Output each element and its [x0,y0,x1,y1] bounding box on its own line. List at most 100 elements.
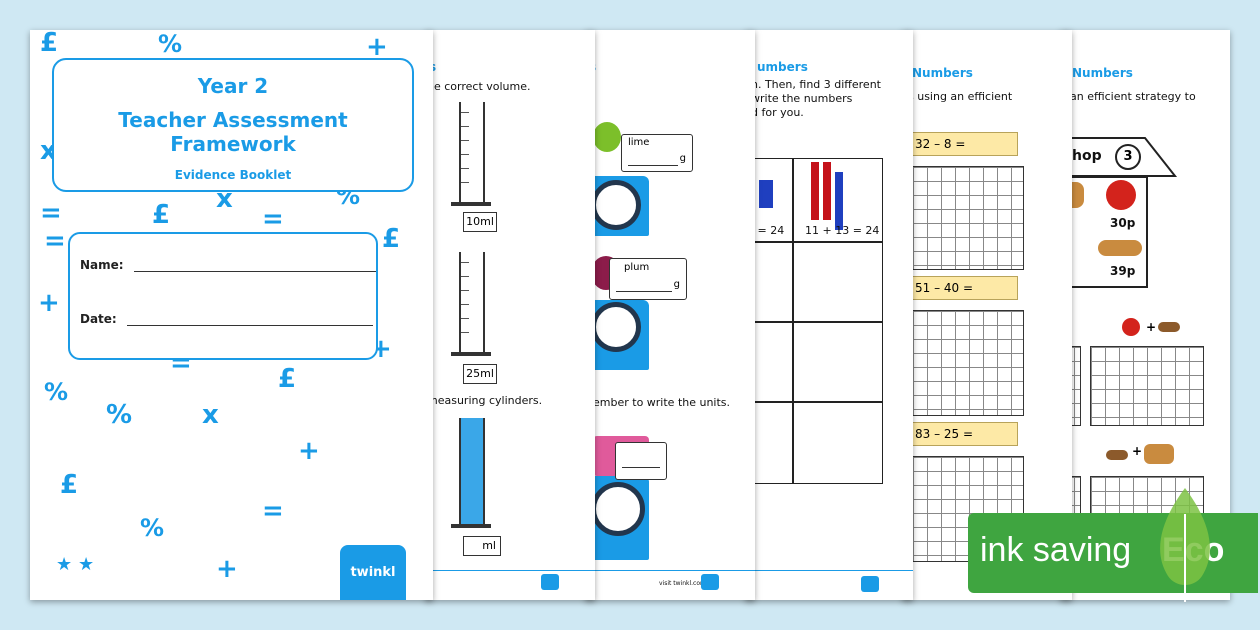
lime-card: lime g [621,134,693,172]
vol-box-3: ml [463,536,501,556]
bread-small-icon [1144,444,1174,464]
title-box: Year 2 Teacher Assessment Framework Evid… [52,58,414,192]
date-label: Date: [80,312,117,326]
footer-line-2 [425,570,595,571]
math-symbol: + [366,32,388,62]
page3-footer: visit twinkl.com [659,580,706,587]
worksheet-page-5: Numbers s using an efficient 32 – 8 = 51… [902,30,1072,600]
page5-instruction: s using an efficient [908,90,1013,103]
math-symbol: = [262,496,284,526]
footer-line-4 [745,570,913,571]
cylinder-1-base [451,202,491,206]
answer-grid-6a [1090,346,1204,426]
buns-small-icon-2 [1106,450,1128,460]
apple-small-icon [1122,318,1140,336]
star-icon: ★ [56,554,73,575]
plus-icon-2: + [1132,444,1143,458]
date-line[interactable] [126,325,373,326]
twinkl-logo: twinkl [340,545,406,600]
plum-unit: g [673,279,680,290]
base-ten-cubes-icon [759,180,773,194]
math-symbol: £ [152,200,171,230]
page2-instruction-2: measuring cylinders. [427,394,543,407]
math-symbol: x [216,184,233,214]
answer-grid-5b [912,310,1024,416]
footer-line-3 [585,570,755,571]
twinkl-mini-logo-2 [541,574,559,590]
buns-small-icon [1158,322,1180,332]
page4-line-3: d for you. [751,106,804,119]
lime-label: lime [628,137,650,148]
cover-title: Teacher Assessment Framework [118,108,348,156]
math-symbol: = [262,204,284,234]
twinkl-mini-logo-3 [701,574,719,590]
math-symbol: % [44,378,69,406]
sum-box-2: 51 – 40 = [906,276,1018,300]
page5-heading: Numbers [912,66,973,80]
lime-fruit-icon [593,122,621,152]
cover-year: Year 2 [197,74,269,98]
worksheet-page-3: s lime g plum g ember to write the units… [585,30,755,600]
price-buns: 39p [1110,264,1136,278]
math-symbol: £ [382,224,401,254]
cylinder-1 [459,102,485,204]
eco-leaf-icon [1160,488,1210,602]
plus-icon: + [1146,320,1157,334]
apple-icon [1106,180,1136,210]
math-symbol: + [298,436,320,466]
page6-heading: Numbers [1072,66,1133,80]
vol-box-1: 10ml [463,212,497,232]
math-symbol: x [202,400,219,430]
page4-heading: umbers [757,60,808,74]
sum-box-1: 32 – 8 = [906,132,1018,156]
page4-line-2: write the numbers [751,92,853,105]
math-symbol: = [40,198,62,228]
shop-number-badge: 3 [1115,144,1141,170]
sum-box-3: 83 – 25 = [906,422,1018,446]
shop-number: 3 [1123,149,1133,164]
twinkl-mini-logo-4 [861,576,879,592]
math-symbol: £ [40,30,59,58]
vol-box-3-unit: ml [482,539,496,552]
name-line[interactable] [133,271,376,272]
math-symbol: = [44,226,66,256]
scale-2-dial [591,302,641,352]
cover-subtitle: Evidence Booklet [174,168,292,182]
shop-label: hop [1072,148,1102,164]
answer-grid-5c [912,456,1024,562]
math-symbol: % [158,30,183,58]
math-symbol: + [216,554,238,584]
vol-box-2: 25ml [463,364,497,384]
ink-saving-eco-badge: ink saving Eco [968,513,1258,593]
math-symbol: % [140,514,165,542]
scale-3-dial [591,482,645,536]
cover-page: £%+x=%£=x%=£+%+=£%x+£=%+ Year 2 Teacher … [30,30,433,600]
answer-grid-5a [912,166,1024,270]
cylinder-3-base [451,524,491,528]
star-icon-2: ★ [78,554,95,575]
page3-instruction: ember to write the units. [593,396,731,409]
buns-icon [1098,240,1142,256]
price-apple: 30p [1110,216,1136,230]
ink-saving-text: ink saving [980,531,1132,569]
name-date-box: Name: Date: [68,232,378,360]
cylinder-2-base [451,352,491,356]
tens-rods-icon [811,162,819,220]
math-symbol: £ [60,470,79,500]
plum-card: plum g [609,258,687,300]
date-field: Date: [80,312,373,326]
math-symbol: % [106,400,133,430]
page4-line-1: n. Then, find 3 different [751,78,881,91]
cylinder-3 [459,418,485,526]
math-symbol: £ [278,364,297,394]
page6-instruction: an efficient strategy to [1070,90,1196,103]
plum-label: plum [624,262,650,273]
lime-unit: g [679,153,686,164]
equation-2: 11 + 13 = 24 [805,224,880,237]
blank-card [615,442,667,480]
cylinder-2 [459,252,485,354]
name-label: Name: [80,258,124,272]
scale-1-dial [591,180,641,230]
equation-1: 2 = 24 [747,224,785,237]
name-field: Name: [80,258,376,272]
